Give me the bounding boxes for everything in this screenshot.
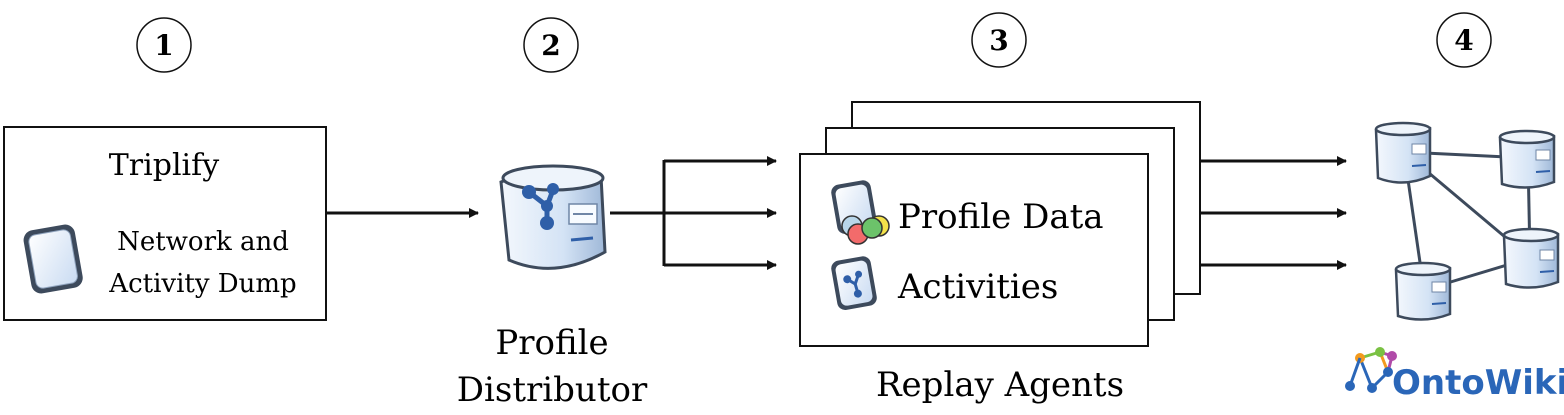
activities-tablet-icon: [831, 256, 877, 310]
dump-label-line2: Activity Dump: [108, 269, 296, 299]
step-1-label: 1: [154, 29, 173, 62]
arrows-agents-to-ontowiki: [1200, 156, 1347, 270]
step-2-label: 2: [541, 29, 560, 62]
distributor-label-line1: Profile: [495, 323, 608, 363]
ontowiki-logo: OntoWiki: [1345, 347, 1564, 403]
server-icon: [1498, 129, 1556, 189]
distributor-label-line2: Distributor: [457, 370, 648, 410]
tablet-icon: [23, 224, 83, 294]
dump-label-line1: Network and: [117, 227, 289, 257]
distributor-server-icon: [499, 164, 607, 270]
server-icon: [1374, 121, 1432, 184]
server-network: [1374, 121, 1560, 321]
fanout-arrows-to-agents: [610, 156, 777, 270]
step-3-marker: 3: [971, 12, 1027, 68]
triplify-box: Triplify Network and Activity Dump: [3, 126, 327, 321]
replay-agents-label: Replay Agents: [876, 365, 1124, 405]
step-4-label: 4: [1454, 24, 1473, 57]
people-faces-icon: [841, 215, 890, 245]
step-1-marker: 1: [136, 17, 192, 73]
server-icon: [1394, 261, 1452, 321]
profile-data-label: Profile Data: [898, 197, 1104, 237]
activities-label: Activities: [897, 267, 1058, 307]
network-glyph-icon: [522, 183, 559, 230]
ontowiki-logo-text: OntoWiki: [1392, 363, 1564, 403]
step-2-marker: 2: [523, 17, 579, 73]
server-icon: [1502, 227, 1560, 289]
step-4-marker: 4: [1436, 12, 1492, 68]
ontowiki-logo-mark-icon: [1345, 347, 1397, 393]
step-3-label: 3: [989, 24, 1008, 57]
triplify-title: Triplify: [109, 148, 219, 183]
